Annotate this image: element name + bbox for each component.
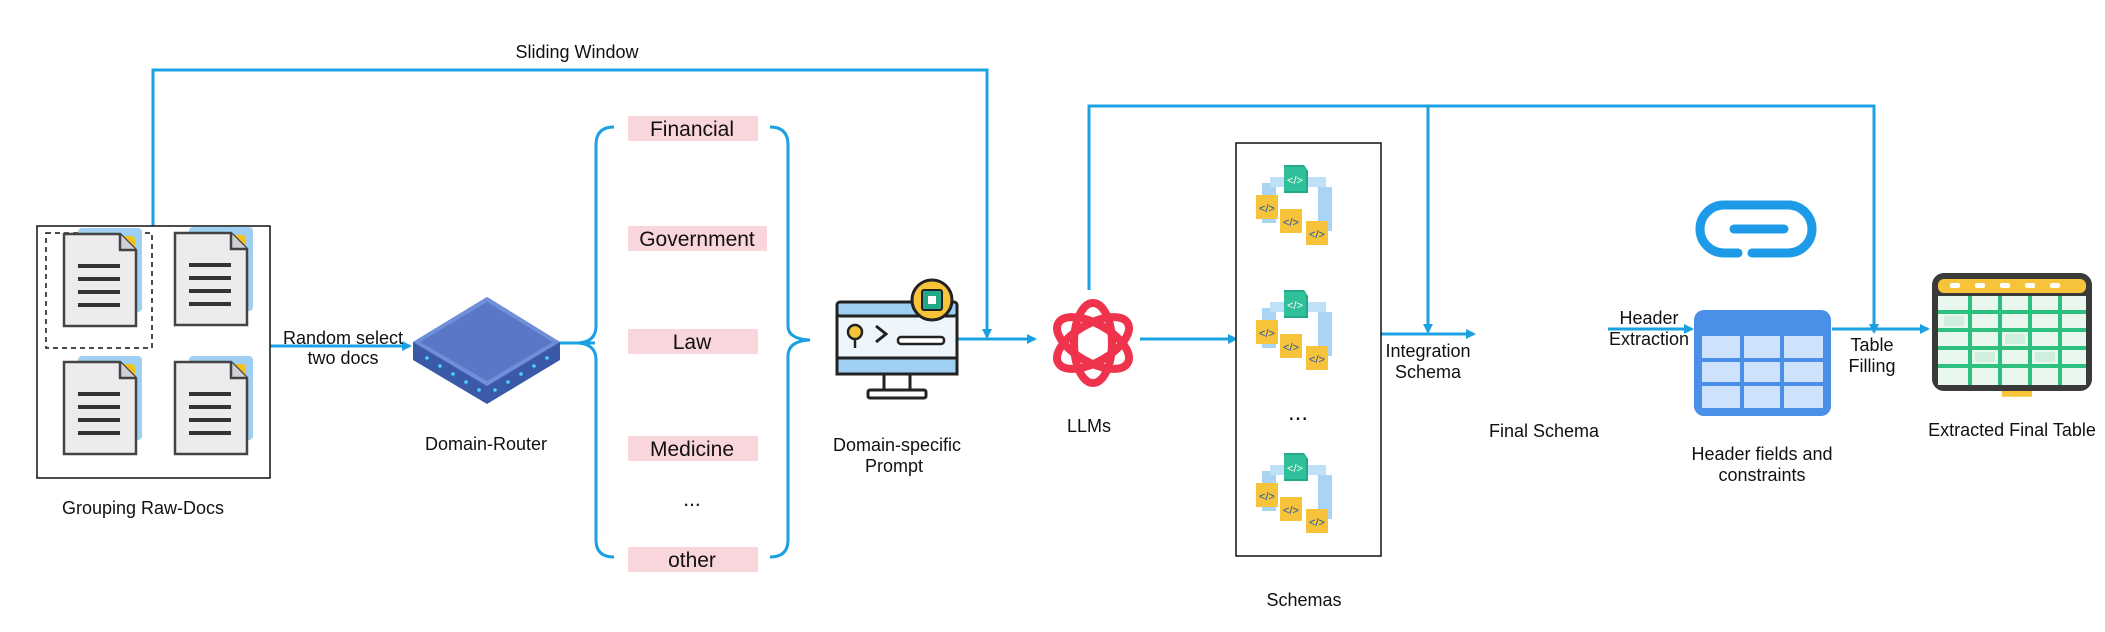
domain-router-label: Domain-Router xyxy=(425,434,547,454)
document-icon xyxy=(62,226,144,328)
right-brace xyxy=(769,125,811,559)
document-icon xyxy=(173,354,255,456)
domain-law: Law xyxy=(673,331,712,354)
grouping-raw-docs-label: Grouping Raw-Docs xyxy=(62,498,224,518)
sliding-window-label: Sliding Window xyxy=(515,42,639,62)
sliding-window-arrow xyxy=(151,68,992,339)
prompt-label-1: Domain-specific xyxy=(833,435,961,455)
connectors xyxy=(151,68,1930,351)
integration-label-1: Integration xyxy=(1385,341,1470,361)
table-filling-label-2: Filling xyxy=(1848,356,1895,376)
selection-box xyxy=(45,232,153,349)
domain-highlight xyxy=(628,436,758,461)
llm-feedback-loop xyxy=(1087,104,1879,334)
header-extraction-label-2: Extraction xyxy=(1609,329,1689,349)
document-icon xyxy=(173,225,255,327)
table-filling-label-1: Table xyxy=(1850,335,1893,355)
domain-ellipsis: ... xyxy=(683,488,701,511)
random-select-label-1: Random select xyxy=(283,328,403,348)
left-brace xyxy=(577,125,615,559)
header-fields-label-2: constraints xyxy=(1718,465,1805,485)
header-fields-label-1: Header fields and xyxy=(1691,444,1832,464)
extracted-final-table-label: Extracted Final Table xyxy=(1928,420,2096,440)
raw-docs-group xyxy=(36,225,271,479)
prompt-monitor-icon xyxy=(835,278,959,400)
domain-financial: Financial xyxy=(650,118,734,141)
domain-other: other xyxy=(668,549,716,572)
header-extraction-label-1: Header xyxy=(1619,308,1678,328)
domain-highlight xyxy=(628,547,758,572)
final-table-icon xyxy=(1932,273,2092,391)
domain-highlight xyxy=(628,226,767,251)
llms-label: LLMs xyxy=(1067,416,1111,436)
llm-logo-icon xyxy=(1053,299,1133,387)
link-icon xyxy=(1695,200,1817,258)
header-table-icon xyxy=(1694,310,1831,416)
document-icon xyxy=(62,354,144,456)
random-select-label-2: two docs xyxy=(307,348,378,368)
schemas-ellipsis: ... xyxy=(1288,399,1308,426)
router-icon xyxy=(413,297,560,404)
domain-highlight xyxy=(628,329,758,354)
final-schema-label: Final Schema xyxy=(1489,421,1600,441)
domain-medicine: Medicine xyxy=(650,438,734,461)
domain-government: Government xyxy=(639,228,755,251)
schemas-label: Schemas xyxy=(1266,590,1341,610)
domain-list: Financial Government Law Medicine ... ot… xyxy=(628,116,767,572)
domain-highlight xyxy=(628,116,758,141)
integration-label-2: Schema xyxy=(1395,362,1462,382)
prompt-label-2: Prompt xyxy=(865,456,923,476)
